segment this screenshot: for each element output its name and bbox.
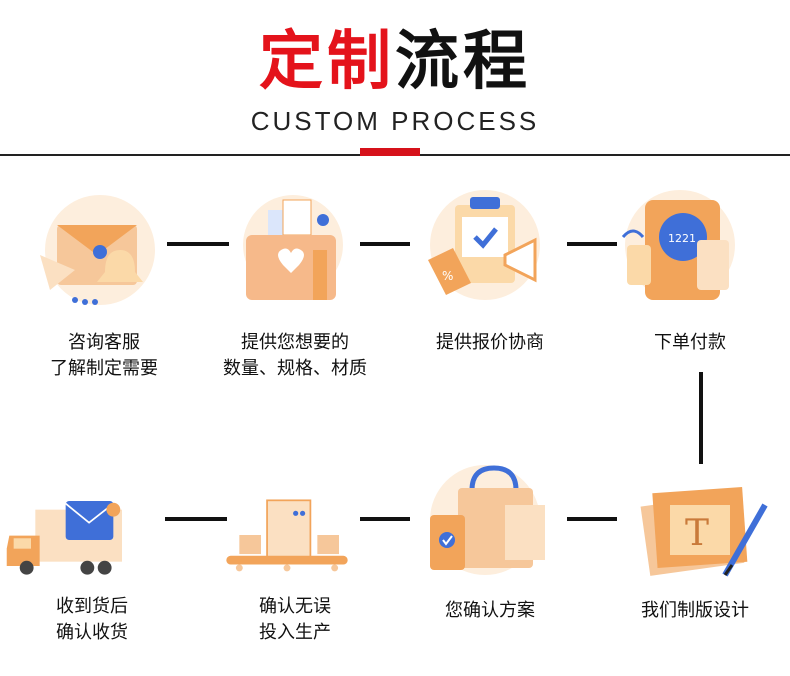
payment-terminal-icon: 1221 — [621, 190, 735, 300]
step-label-line1: 提供报价协商 — [436, 332, 544, 353]
design-drafting-icon: T — [640, 486, 768, 577]
step-label: 我们制版设计 — [600, 598, 790, 624]
step-label-line1: 我们制版设计 — [641, 600, 749, 621]
page-title: 定制流程 — [0, 22, 790, 102]
delivery-truck-icon — [6, 501, 122, 575]
step-label-line1: 确认无误 — [259, 596, 331, 617]
connector-line — [567, 517, 617, 521]
step-label-line1: 咨询客服 — [68, 332, 140, 353]
step-label: 咨询客服 了解制定需要 — [9, 330, 199, 382]
svg-text:T: T — [685, 513, 709, 554]
production-line-icon — [226, 499, 348, 572]
title-red: 定制 — [259, 25, 395, 99]
step-label-line2: 数量、规格、材质 — [223, 358, 367, 379]
folder-heart-icon — [243, 195, 343, 300]
connector-line — [165, 517, 227, 521]
step-label: 提供报价协商 — [395, 330, 585, 356]
step-label: 您确认方案 — [395, 598, 585, 624]
connector-line — [167, 242, 229, 246]
connector-line — [567, 242, 617, 246]
svg-text:%: % — [442, 269, 453, 283]
title-black: 流程 — [395, 25, 531, 99]
step-label-line2: 投入生产 — [259, 622, 331, 643]
connector-line — [360, 517, 410, 521]
step-label-line2: 确认收货 — [56, 622, 128, 643]
shopping-bag-confirm-icon — [430, 465, 545, 575]
step-label: 确认无误 投入生产 — [200, 594, 390, 646]
step-label: 下单付款 — [595, 330, 785, 356]
mail-bell-icon — [40, 195, 155, 305]
step-label-line1: 提供您想要的 — [241, 332, 349, 353]
step-label-line1: 收到货后 — [56, 596, 128, 617]
step-label: 收到货后 确认收货 — [0, 594, 187, 646]
connector-line — [699, 372, 703, 464]
step-label-line2: 了解制定需要 — [50, 358, 158, 379]
svg-text:1221: 1221 — [668, 232, 696, 245]
connector-line — [360, 242, 410, 246]
header-divider-accent — [360, 148, 420, 156]
clipboard-price-icon: % — [428, 190, 540, 300]
page-subtitle: CUSTOM PROCESS — [250, 106, 540, 136]
step-label: 提供您想要的 数量、规格、材质 — [200, 330, 390, 382]
step-label-line1: 下单付款 — [654, 332, 726, 353]
step-label-line1: 您确认方案 — [445, 600, 535, 621]
